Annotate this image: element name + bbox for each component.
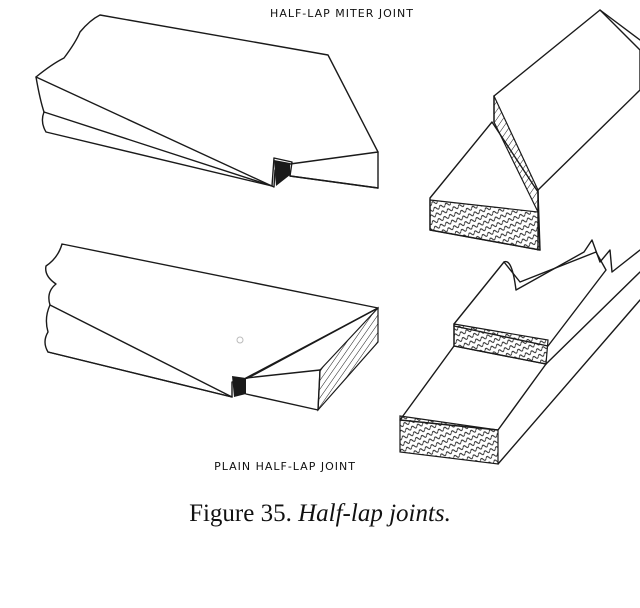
- plain-board-left: [44, 243, 379, 412]
- plain-board-right: [399, 239, 640, 465]
- miter-board-right: [429, 9, 640, 251]
- label-plain-half-lap: PLAIN HALF-LAP JOINT: [214, 460, 356, 473]
- miter-board-left: [35, 14, 379, 189]
- caption-number: Figure 35.: [189, 500, 292, 527]
- figure-caption: Figure 35. Half-lap joints.: [0, 500, 640, 528]
- label-half-lap-miter: HALF-LAP MITER JOINT: [270, 7, 414, 20]
- caption-title: Half-lap joints.: [298, 500, 451, 527]
